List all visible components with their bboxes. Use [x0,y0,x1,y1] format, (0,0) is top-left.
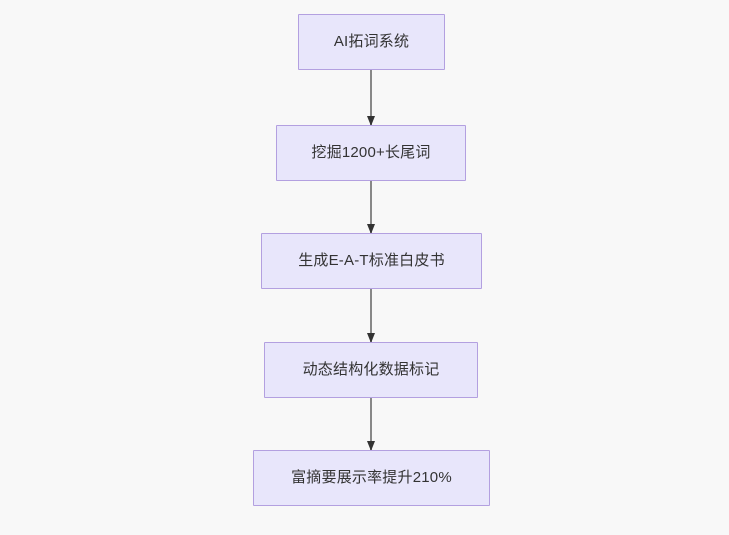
flow-node-2[interactable]: 挖掘1200+长尾词 [276,125,466,181]
flow-node-5[interactable]: 富摘要展示率提升210% [253,450,490,506]
flow-node-3[interactable]: 生成E-A-T标准白皮书 [261,233,482,289]
flow-node-3-label: 生成E-A-T标准白皮书 [298,252,445,270]
flow-node-2-label: 挖掘1200+长尾词 [311,144,431,162]
flow-node-4-label: 动态结构化数据标记 [302,361,440,379]
flow-node-5-label: 富摘要展示率提升210% [291,469,452,487]
flow-node-4[interactable]: 动态结构化数据标记 [264,342,478,398]
flow-node-1-label: AI拓词系统 [333,33,410,51]
flow-node-1[interactable]: AI拓词系统 [298,14,445,70]
